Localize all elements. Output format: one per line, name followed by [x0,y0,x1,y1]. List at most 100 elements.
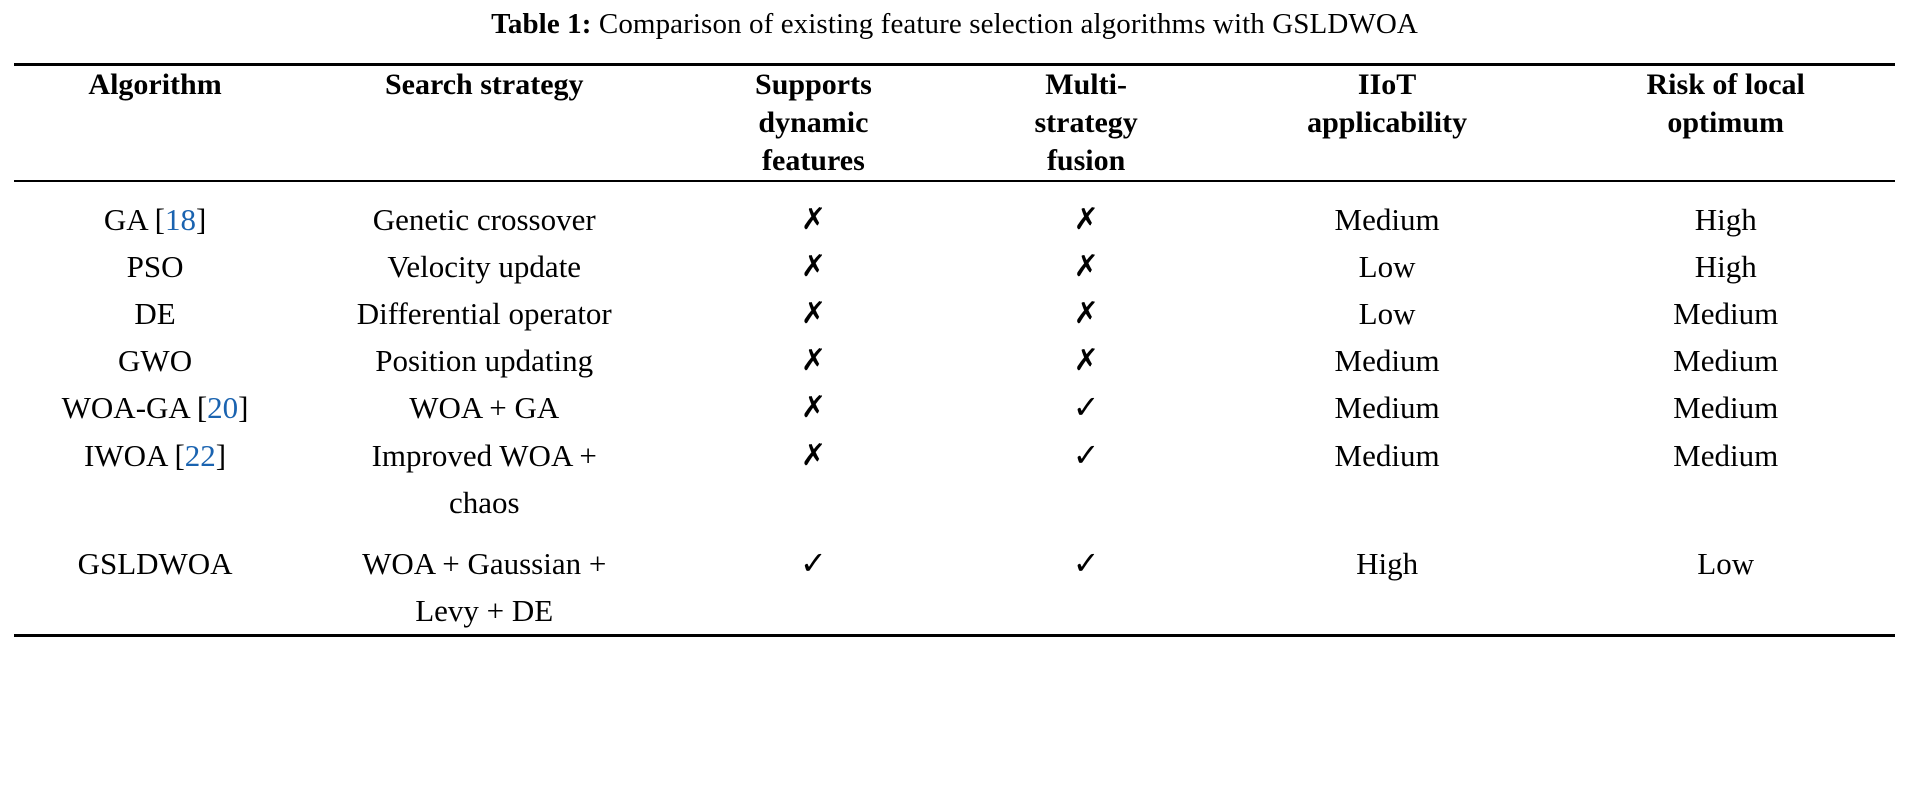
cell-risk-of-local-optimum: Medium [1673,438,1779,473]
cell-iiot-applicability: Medium [1334,202,1440,237]
cell-algorithm: WOA-GA [20] [14,384,296,432]
citation-bracket: ] [215,438,227,473]
table-row: IWOA [22] Improved WOA +chaos ✗ ✓ Medium… [14,432,1895,526]
column-header-search-strategy: Search strategy [296,66,672,180]
table-row: GWO Position updating ✗ ✗ Medium Medium [14,337,1895,384]
cell-supports-dynamic-features: ✗ [672,432,954,526]
cell-multi-strategy-fusion: ✗ [954,243,1217,290]
cell-algorithm: GSLDWOA [77,546,233,581]
cell-search-strategy: Position updating [296,337,672,384]
cell-multi-strategy-fusion: ✓ [954,432,1217,526]
column-header-risk-of-local-optimum: Risk of local optimum [1556,66,1895,180]
column-header-supports-dynamic-features: Supports dynamic features [672,66,954,180]
citation-bracket: ] [195,202,207,237]
cell-supports-dynamic-features: ✗ [672,384,954,432]
cell-multi-strategy-fusion: ✗ [954,182,1217,243]
caption-label: Table 1: [491,8,592,40]
cell-risk-of-local-optimum: High [1694,249,1757,284]
table-top-rule [14,63,1895,66]
cell-iiot-applicability: Medium [1334,438,1440,473]
cell-iiot-applicability: Medium [1334,343,1440,378]
cell-supports-dynamic-features: ✗ [672,182,954,243]
column-header-algorithm: Algorithm [14,66,296,180]
row-spacer [14,526,1895,540]
cell-risk-of-local-optimum: Medium [1673,390,1779,425]
table-row: WOA-GA [20] WOA + GA ✗ ✓ Medium Medium [14,384,1895,432]
search-strategy-line2: Levy + DE [415,593,554,628]
algorithm-name: GA [103,202,147,237]
comparison-table-body: GA [18] Genetic crossover ✗ ✗ Medium Hig… [14,182,1895,634]
citation-bracket: [ [154,202,165,237]
cross-icon: ✗ [1073,249,1099,284]
cell-search-strategy: Differential operator [296,290,672,337]
header-line: Multi- [1045,68,1127,101]
header-line: Algorithm [88,68,222,101]
citation-bracket: ] [238,390,249,425]
search-strategy-line1: Differential operator [356,296,612,331]
cell-multi-strategy-fusion: ✓ [954,384,1217,432]
cross-icon: ✗ [800,343,826,378]
header-row: Algorithm Search strategy Supports dynam… [14,66,1895,180]
table-bottom-rule [14,634,1895,637]
search-strategy-line1: WOA + GA [409,390,560,425]
cross-icon: ✗ [1073,343,1099,378]
cell-iiot-applicability: Medium [1334,390,1440,425]
table-header: Algorithm Search strategy Supports dynam… [14,66,1895,180]
header-line: fusion [1046,144,1126,177]
header-line: Risk of local [1646,68,1805,101]
search-strategy-line2: chaos [448,485,520,520]
cross-icon: ✗ [800,202,826,237]
cross-icon: ✗ [1073,296,1099,331]
table-row: GA [18] Genetic crossover ✗ ✗ Medium Hig… [14,182,1895,243]
cell-supports-dynamic-features: ✗ [672,243,954,290]
search-strategy-line1: WOA + Gaussian + [362,546,607,581]
table-row: GSLDWOA WOA + Gaussian + Levy + DE ✓ ✓ Hi… [14,540,1895,634]
citation-link[interactable]: 20 [207,390,239,425]
table-header-rule [14,180,1895,182]
header-line: optimum [1667,106,1785,139]
cell-search-strategy: WOA + GA [296,384,672,432]
check-icon: ✓ [1072,388,1100,426]
header-line: IIoT [1357,68,1417,101]
cell-search-strategy: Genetic crossover [296,182,672,243]
cell-supports-dynamic-features: ✓ [672,540,954,634]
table-body: GA [18] Genetic crossover ✗ ✗ Medium Hig… [14,182,1895,634]
cell-algorithm: GWO [118,343,193,378]
cross-icon: ✗ [800,249,826,284]
cross-icon: ✗ [800,390,826,425]
header-line: Search strategy [384,68,584,101]
cell-risk-of-local-optimum: Medium [1673,296,1779,331]
citation-link[interactable]: 22 [184,438,216,473]
cell-multi-strategy-fusion: ✓ [954,540,1217,634]
cell-algorithm: DE [134,296,176,331]
algorithm-name: IWOA [84,438,167,473]
cell-risk-of-local-optimum: Medium [1673,343,1779,378]
check-icon: ✓ [1072,436,1100,474]
search-strategy-line1: Velocity update [387,249,582,284]
cell-supports-dynamic-features: ✗ [672,290,954,337]
cross-icon: ✗ [800,296,826,331]
citation-bracket: [ [196,390,208,425]
cell-algorithm: IWOA [22] [14,432,296,526]
table-caption: Table 1: Comparison of existing feature … [14,0,1895,44]
cell-search-strategy: Velocity update [296,243,672,290]
cell-risk-of-local-optimum: Low [1697,546,1755,581]
cell-algorithm: GA [18] [14,182,296,243]
check-icon: ✓ [799,544,827,582]
caption-text: Comparison of existing feature selection… [598,8,1418,40]
cell-multi-strategy-fusion: ✗ [954,337,1217,384]
citation-link[interactable]: 18 [164,202,196,237]
table-row: DE Differential operator ✗ ✗ Low Medium [14,290,1895,337]
cell-supports-dynamic-features: ✗ [672,337,954,384]
header-line: strategy [1034,106,1138,139]
comparison-table: Algorithm Search strategy Supports dynam… [14,66,1895,180]
column-header-iiot-applicability: IIoT applicability [1218,66,1557,180]
header-line: Supports [755,68,872,101]
cell-algorithm: PSO [126,249,184,284]
cell-iiot-applicability: High [1356,546,1419,581]
cell-multi-strategy-fusion: ✗ [954,290,1217,337]
cell-iiot-applicability: Low [1358,296,1416,331]
cross-icon: ✗ [800,438,826,473]
check-icon: ✓ [1072,544,1100,582]
